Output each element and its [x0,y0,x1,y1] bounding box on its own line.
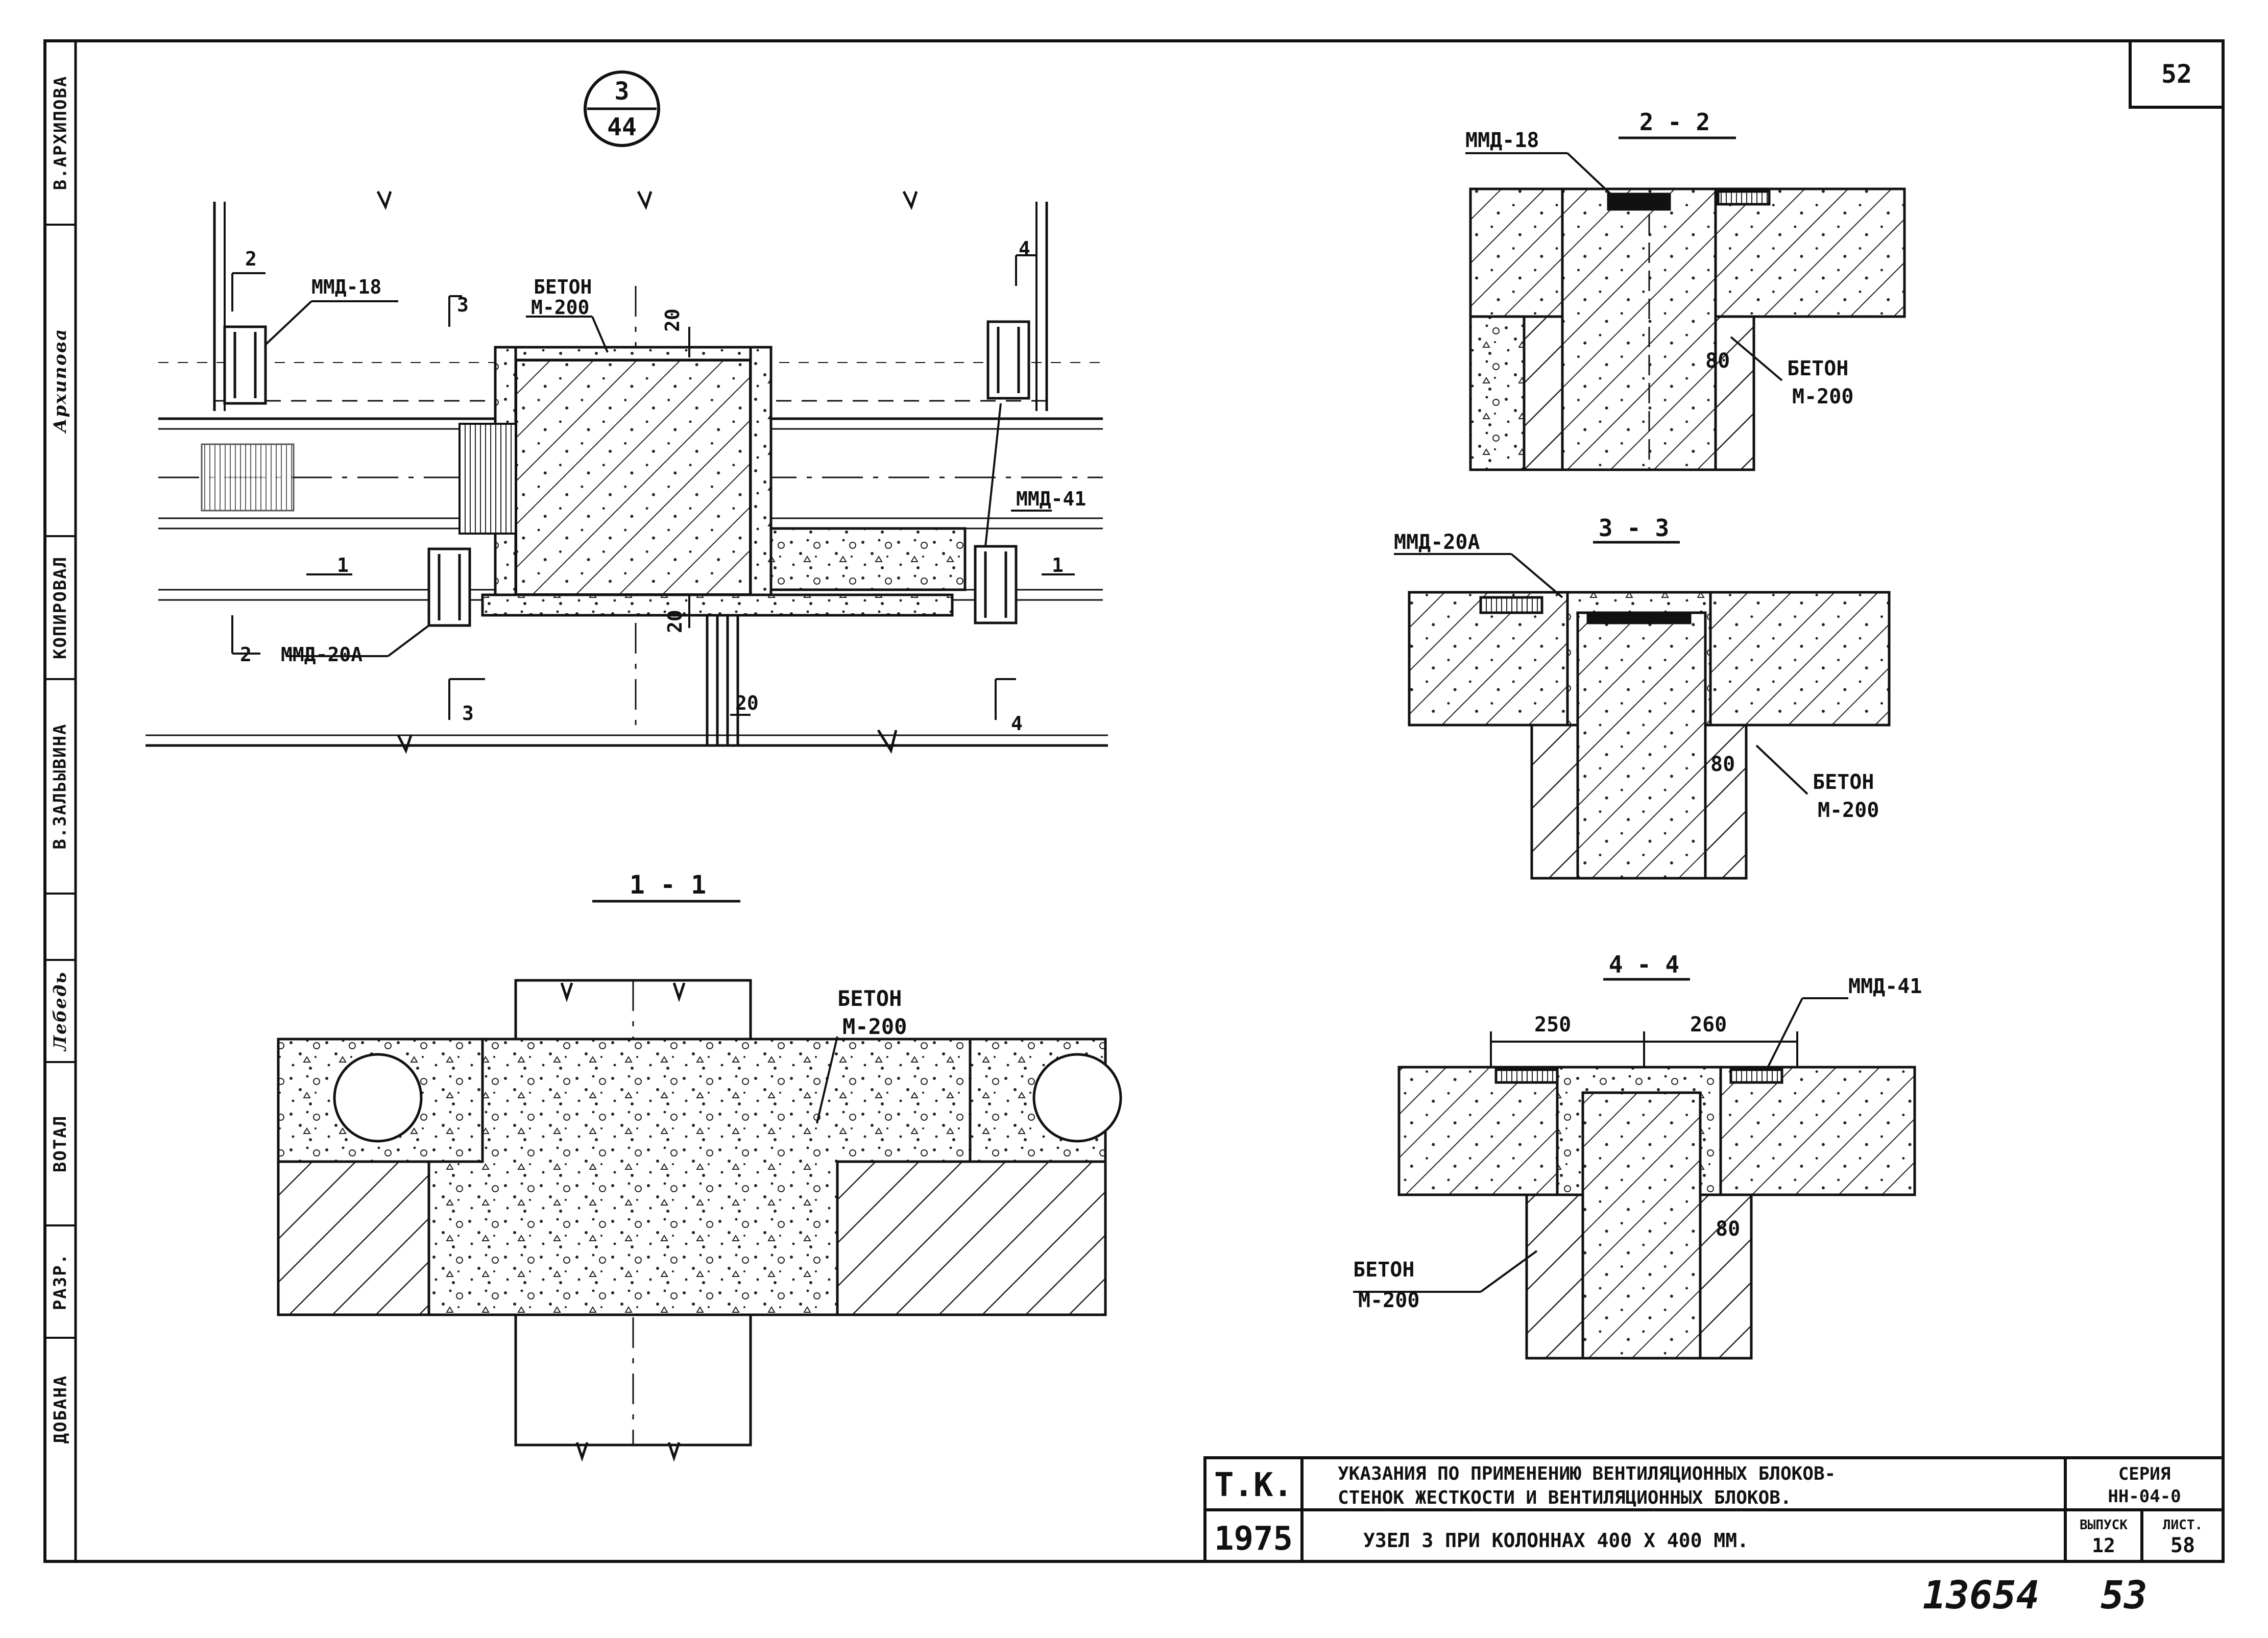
node-marker-bottom: 44 [607,113,637,141]
sidebar-cell-bottom: ДОБАНА [45,1338,76,1481]
tb-title-line2: СТЕНОК ЖЕСТКОСТИ И ВЕНТИЛЯЦИОННЫХ БЛОКОВ… [1338,1487,1792,1508]
outer-frame [43,39,2225,1563]
section-3-3 [1408,591,1891,880]
s11-m200: М-200 [842,1014,907,1039]
label-mmd20a: ММД-20А [281,643,363,666]
s44-dim-right: 260 [1690,1013,1727,1037]
sidebar-text-arkhipova: В.АРХИПОВА [50,75,71,190]
title-block-text: Т.К. 1975 УКАЗАНИЯ ПО ПРИМЕНЕНИЮ ВЕНТИЛЯ… [1214,1463,2203,1558]
break-marks [376,190,918,1462]
archive-number: 13654 [1923,1572,2040,1618]
sidebar-dividers [45,224,76,1339]
section-2-2 [1469,187,1906,471]
tb-sheet-label: ЛИСТ. [2163,1517,2203,1533]
node-marker: 3 44 [584,70,660,147]
s44-dim: 80 [1716,1217,1740,1241]
node-marker-top: 3 [615,77,630,106]
cut-label-4-bottom: 4 [1011,712,1023,735]
plan-leaders [231,254,1075,720]
sidebar-cell-arkhipova: В.АРХИПОВА [45,41,76,225]
tb-series-label: СЕРИЯ [2118,1464,2170,1484]
sidebar-text-signature-1: Лебедь [50,971,71,1051]
plan-block-left [201,443,295,512]
label-beton: БЕТОН [534,276,592,298]
s33-beton: БЕТОН [1813,770,1874,794]
page-number-box [2129,39,2225,109]
cut-label-3-bottom: 3 [462,702,474,725]
tb-series-value: НН-04-0 [2108,1486,2181,1507]
tb-issue-label: ВЫПУСК [2080,1517,2128,1533]
plan-labels: ММД-18 БЕТОН М-200 ММД-41 ММД-20А 20 20 … [240,237,1086,735]
tb-sheet-value: 58 [2170,1534,2195,1557]
plan-stem [706,615,739,745]
s33-dim: 80 [1710,753,1735,776]
s22-beton: БЕТОН [1787,357,1848,380]
dim-20-top: 20 [661,308,684,332]
section-2-2-title: 2 - 2 [1639,108,1710,136]
section-4-4-dimension-line [1490,1031,1798,1067]
section-4-4-title: 4 - 4 [1609,951,1679,978]
cut-label-3-top: 3 [457,294,469,316]
dim-20-mid: 20 [664,610,686,633]
section-3-3-title: 3 - 3 [1599,514,1669,542]
s11-beton: БЕТОН [837,986,902,1011]
cut-label-4-top: 4 [1019,237,1030,260]
sidebar-text-razr: РАЗР. [50,1252,71,1311]
tb-org: Т.К. [1214,1466,1293,1504]
cut-label-2-top: 2 [245,248,257,270]
sidebar-cell-signature-2: Архипова [45,225,76,536]
s33-m200: М-200 [1818,799,1879,822]
sidebar-cell-signature-1: Лебедь [45,960,76,1062]
cut-label-1-right: 1 [1052,554,1064,576]
sidebar-cell-razr: РАЗР. [45,1225,76,1338]
cut-label-2-bottom: 2 [240,643,252,666]
s44-dim-left: 250 [1534,1013,1571,1037]
plan-column [514,358,752,596]
s44-beton: БЕТОН [1353,1258,1414,1282]
sidebar-text-zalyvina: В.ЗАЛЬЫВИНА [50,723,71,850]
sidebar-cell-kopiroval: КОПИРОВАЛ [45,536,76,679]
title-block [1203,1456,2225,1563]
s22-mmd: ММД-18 [1465,129,1539,152]
tb-title-line1: УКАЗАНИЯ ПО ПРИМЕНЕНИЮ ВЕНТИЛЯЦИОННЫХ БЛ… [1338,1463,1836,1484]
label-mmd18: ММД-18 [311,276,381,298]
sidebar-text-kopiroval: КОПИРОВАЛ [50,556,71,660]
sidebar-cell-zalyvina: В.ЗАЛЬЫВИНА [45,679,76,894]
label-mmd41: ММД-41 [1016,488,1086,510]
sidebar-text-bottom: ДОБАНА [50,1375,71,1444]
s22-m200: М-200 [1792,385,1853,408]
archive-page: 53 [2101,1572,2148,1618]
dim-20-bottom: 20 [735,692,759,714]
section-1-1-labels: БЕТОН М-200 [816,986,907,1124]
tb-issue-value: 12 [2092,1534,2115,1557]
sidebar-cell-votal: ВОТАЛ [45,1062,76,1225]
section-1-1-title: 1 - 1 [630,870,707,900]
section-2-2-labels: ММД-18 БЕТОН М-200 80 [1465,129,1853,408]
s44-mmd: ММД-41 [1848,975,1922,998]
s22-dim: 80 [1705,349,1730,373]
s33-mmd: ММД-20А [1394,531,1480,554]
tb-subtitle: УЗЕЛ 3 ПРИ КОЛОННАХ 400 Х 400 ММ. [1363,1529,1749,1552]
tb-year: 1975 [1214,1520,1293,1558]
section-4-4-labels: 250 260 ММД-41 БЕТОН М-200 80 [1353,975,1922,1312]
cut-label-1-left: 1 [337,554,349,576]
label-m200: М-200 [531,296,589,319]
section-1-1 [277,979,1122,1447]
section-4-4 [1397,1066,1916,1360]
sidebar-text-votal: ВОТАЛ [50,1115,71,1173]
page-number: 52 [2161,59,2192,89]
plan-anchors [223,320,1030,627]
section-3-3-labels: ММД-20А БЕТОН М-200 80 [1394,531,1879,822]
sidebar-text-signature-2: Архипова [50,328,70,433]
plan-block-dense [459,423,517,535]
